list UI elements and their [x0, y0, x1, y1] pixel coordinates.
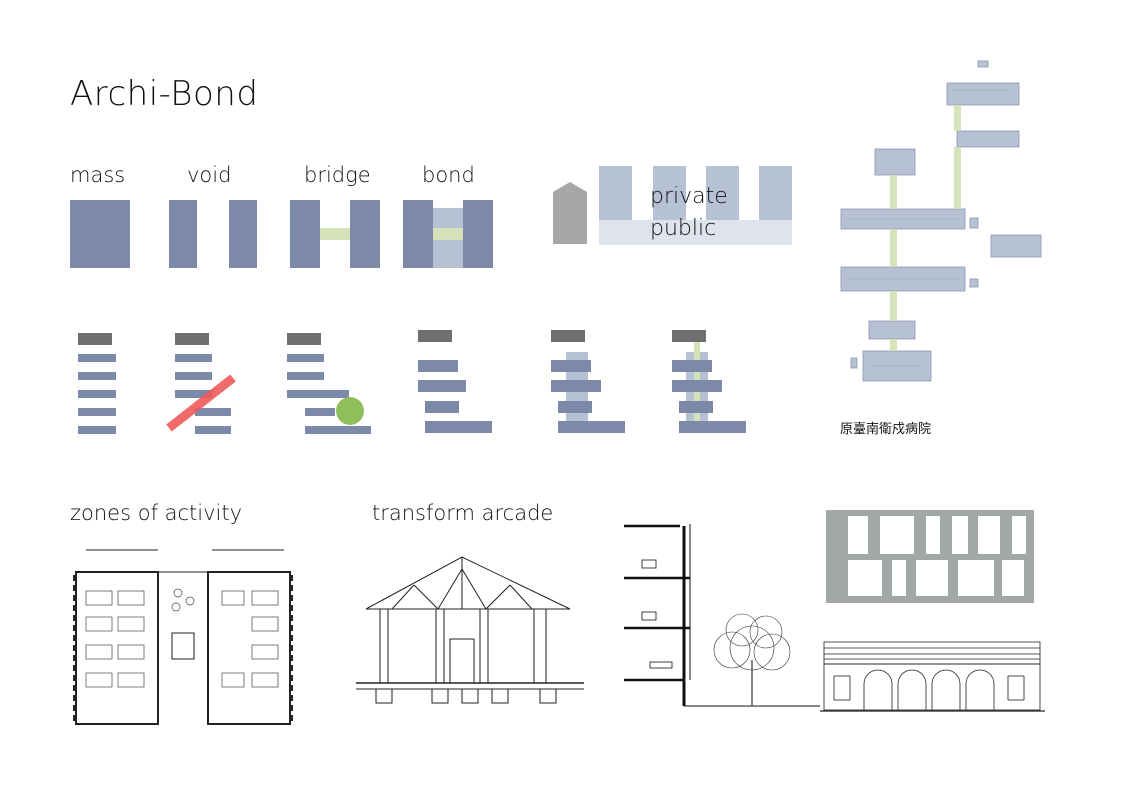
stack1-bar: [78, 390, 116, 398]
stack5-bar: [551, 380, 601, 392]
label-bond: bond: [422, 163, 475, 187]
stack1-bar: [78, 426, 116, 434]
void-block-left: [169, 200, 197, 268]
label-transform-arcade: transform arcade: [372, 501, 554, 525]
void-block-right: [229, 200, 257, 268]
page-title: Archi-Bond: [70, 74, 259, 114]
stack6-bar: [679, 421, 746, 433]
stack6-bar: [672, 380, 722, 392]
stack2-bar: [175, 372, 212, 380]
label-private: private: [650, 184, 728, 209]
stack1-bar: [78, 408, 116, 416]
mass-block: [70, 200, 130, 268]
stack1-head: [78, 333, 112, 345]
floor-plan-drawing: [73, 549, 293, 725]
stack4-bar: [425, 401, 459, 413]
stack3-head: [287, 333, 321, 345]
stack4-bar: [425, 421, 492, 433]
label-public: public: [650, 216, 717, 241]
stack6-bar: [672, 360, 712, 372]
stack5-bar: [551, 360, 591, 372]
site-plan: [840, 60, 1042, 382]
private-block-4: [759, 166, 792, 220]
stack4-bar: [418, 360, 458, 372]
stack1-bar: [78, 354, 116, 362]
bridge-block-left: [290, 200, 320, 268]
stack2-bar: [195, 408, 231, 416]
bond-link: [433, 228, 463, 240]
bond-block-right: [463, 200, 493, 268]
house-icon: [553, 182, 587, 244]
label-void: void: [187, 163, 232, 187]
label-mass: mass: [70, 163, 126, 187]
stack2-bar: [175, 390, 212, 398]
bridge-link: [320, 228, 350, 240]
stack3-bar: [287, 372, 324, 380]
site-caption: 原臺南衛戍病院: [840, 422, 932, 437]
label-bridge: bridge: [304, 163, 371, 187]
stack3-bar: [287, 354, 324, 362]
bridge-block-right: [350, 200, 380, 268]
bond-block-left: [403, 200, 433, 268]
stack3-bar: [287, 390, 349, 398]
stack2-bar: [175, 354, 212, 362]
stack6-bar: [679, 401, 713, 413]
arcade-section-drawing: [356, 556, 584, 704]
private-block-3: [706, 166, 739, 220]
arcade-elevation-drawing: [820, 641, 1045, 712]
stack3-bar: [305, 426, 371, 434]
stack2-head: [175, 333, 209, 345]
private-block-2: [653, 166, 686, 220]
stack1-bar: [78, 372, 116, 380]
facade-pattern: [826, 510, 1034, 603]
stack4-head: [418, 330, 452, 342]
storey-section-drawing: [624, 524, 820, 707]
stack6-head: [672, 330, 706, 342]
label-zones-of-activity: zones of activity: [70, 501, 243, 525]
stack5-bar: [558, 401, 592, 413]
private-block-1: [599, 166, 632, 220]
public-band: [599, 220, 792, 245]
stack2-bar: [195, 426, 231, 434]
stack4-bar: [418, 380, 466, 392]
green-circle: [336, 397, 364, 425]
stack3-bar: [305, 408, 335, 416]
stack5-bar: [558, 421, 625, 433]
cross-out-mark: [166, 374, 236, 432]
stack5-head: [551, 330, 585, 342]
